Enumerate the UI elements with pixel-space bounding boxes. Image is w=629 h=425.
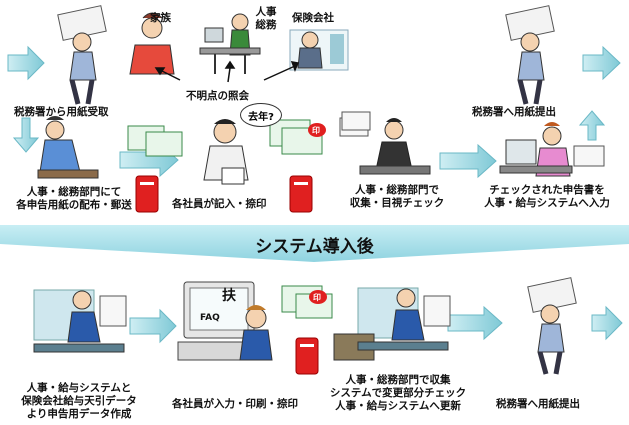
label-hr-affairs-1: 人事 [255, 6, 277, 18]
hr-woman-figure [199, 13, 261, 74]
step-label-input-2: 人事・給与システムへ入力 [484, 197, 610, 209]
step-label-collect-1: 人事・総務部門で [355, 184, 439, 196]
step-label-update-1: 人事・総務部門で収集 [345, 374, 451, 386]
step-label-create-3: より申告用データ作成 [26, 408, 132, 420]
form-sheet [127, 125, 183, 157]
step-label-input-1: チェックされた申告書を [489, 184, 605, 196]
system-checker-figure [333, 287, 451, 361]
step-label-tax-office-submit: 税務署へ用紙提出 [472, 106, 556, 118]
label-insurance-company: 保険会社 [292, 12, 334, 24]
tax-office-man-figure [57, 5, 107, 105]
family-woman-figure [129, 12, 175, 75]
flow-arrow [447, 305, 503, 341]
label-hr-affairs-2: 総務 [255, 19, 277, 31]
step-label-update-3: 人事・給与システムへ更新 [335, 400, 461, 412]
flow-arrow [439, 143, 497, 179]
step-label-create-2: 保険会社給与天引データ [21, 395, 137, 407]
flow-arrow [7, 45, 45, 81]
flow-arrow-down [12, 117, 40, 153]
hr-distributing-figure [37, 116, 99, 179]
label-family: 家族 [150, 12, 171, 24]
fuyou-char: 扶 [222, 288, 236, 304]
form-sheet [269, 119, 323, 155]
mailbox-icon [295, 337, 319, 375]
employee-figure [203, 119, 249, 185]
step-label-collect-2: 収集・目視チェック [349, 197, 445, 209]
band-label: システム導入後 [255, 237, 374, 257]
flow-arrow [582, 45, 621, 81]
insurance-man-figure [289, 29, 349, 71]
speech-bubble: 去年? [240, 103, 282, 127]
mailbox-icon [135, 175, 159, 213]
stamp-char: 印 [312, 126, 320, 135]
stamp-icon [309, 290, 327, 304]
step-label-tax-office-submit-bottom: 税務署へ用紙提出 [496, 398, 580, 410]
faq-label: FAQ [200, 313, 220, 323]
step-label-distribute-1: 人事・総務部門にて [26, 186, 122, 198]
flow-arrow-up [578, 110, 606, 141]
label-inquiry: 不明点の照会 [186, 90, 249, 102]
tax-office-man-figure [527, 277, 577, 375]
stamp-char-bottom: 印 [313, 293, 321, 302]
form-sheet [281, 285, 333, 319]
step-label-employee-fill: 各社員が記入・捺印 [172, 198, 267, 210]
collecting-man-figure [339, 111, 431, 175]
step-label-distribute-2: 各申告用紙の配布・郵送 [16, 199, 132, 211]
flow-arrow [591, 305, 623, 341]
mailbox-icon [289, 175, 313, 213]
inquiry-arrows [154, 60, 300, 83]
step-label-update-2: システムで変更部分チェック [329, 387, 467, 399]
step-label-employee-input: 各社員が入力・印刷・捺印 [172, 398, 298, 410]
step-label-tax-office-receive: 税務署から用紙受取 [14, 106, 109, 118]
computer-figure [177, 281, 273, 361]
pc-operator-figure [499, 122, 605, 177]
system-introduction-band [0, 225, 629, 262]
system-operator-figure [33, 289, 127, 353]
stamp-icon [308, 123, 326, 137]
tax-office-man-figure [505, 5, 555, 105]
step-label-create-1: 人事・給与システムと [26, 382, 132, 394]
flow-arrow [129, 308, 177, 344]
